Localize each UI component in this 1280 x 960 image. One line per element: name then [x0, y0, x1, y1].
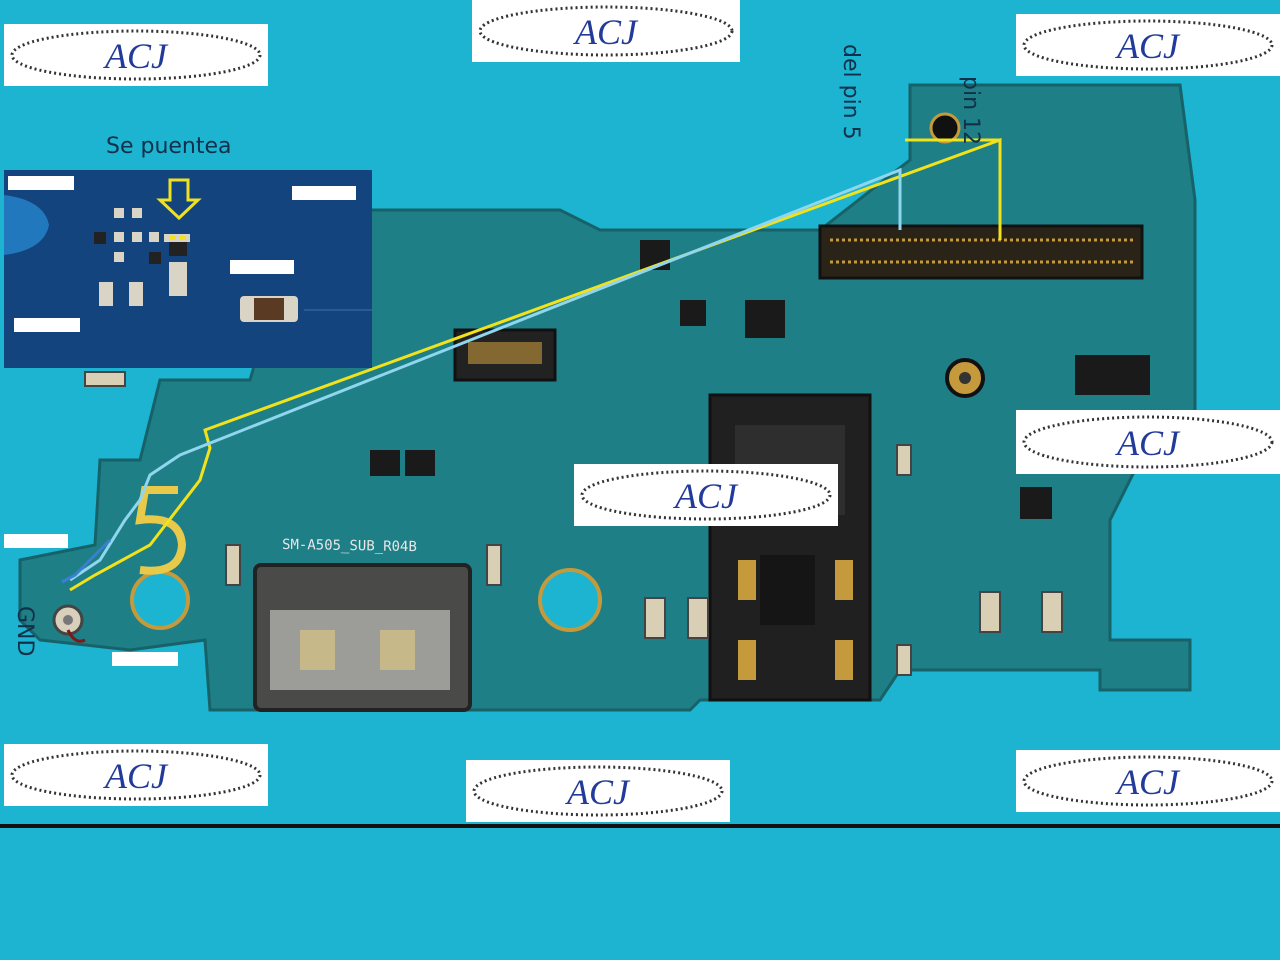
- svg-text:ACJ: ACJ: [573, 12, 639, 52]
- gnd-label: GND: [12, 606, 37, 657]
- svg-text:ACJ: ACJ: [1115, 423, 1181, 463]
- to-pin-label: pin 12: [958, 76, 983, 146]
- svg-text:ACJ: ACJ: [1115, 26, 1181, 66]
- acj-watermark-logo: ACJ: [1016, 14, 1280, 76]
- board-connector-top: [818, 224, 1144, 280]
- watermark-logo-small: [14, 318, 80, 332]
- acj-watermark-logo: ACJ: [574, 464, 838, 526]
- svg-text:ACJ: ACJ: [673, 476, 739, 516]
- inset-zoom-photo: [4, 170, 372, 368]
- gnd-wire: [66, 629, 86, 643]
- yellow-jumper-wire: [69, 137, 1002, 592]
- silkscreen-number: [135, 486, 187, 575]
- acj-watermark-logo: ACJ: [4, 24, 268, 86]
- acj-watermark-logo: ACJ: [4, 744, 268, 806]
- components: [370, 240, 1150, 519]
- jumper-note-label: Se puentea: [106, 134, 232, 159]
- acj-watermark-logo: ACJ: [1016, 410, 1280, 474]
- svg-text:ACJ: ACJ: [1115, 762, 1181, 802]
- blue-jumper-wire: [69, 167, 902, 582]
- mounting-hole: [929, 112, 961, 144]
- acj-watermark-logo-small: [112, 652, 178, 666]
- acj-watermark-logo: ACJ: [472, 0, 740, 62]
- acj-watermark-logo-small: [4, 534, 68, 548]
- watermark-logo-small: [230, 260, 294, 274]
- acj-watermark-logo: ACJ: [466, 760, 730, 822]
- blue-jumper-wire-end: [61, 538, 112, 584]
- watermark-logo-small: [8, 176, 74, 190]
- from-pin-label: del pin 5: [838, 44, 863, 140]
- board-silkscreen-text: SM-A505_SUB_R04B: [281, 536, 417, 556]
- acj-watermark-logo: ACJ: [1016, 750, 1280, 812]
- mounting-hole: [538, 568, 602, 632]
- svg-text:ACJ: ACJ: [103, 36, 169, 76]
- down-arrow-icon: [156, 178, 202, 221]
- mounting-hole: [130, 570, 190, 630]
- svg-text:ACJ: ACJ: [103, 756, 169, 796]
- watermark-logo-small: [292, 186, 356, 200]
- svg-text:ACJ: ACJ: [565, 772, 631, 812]
